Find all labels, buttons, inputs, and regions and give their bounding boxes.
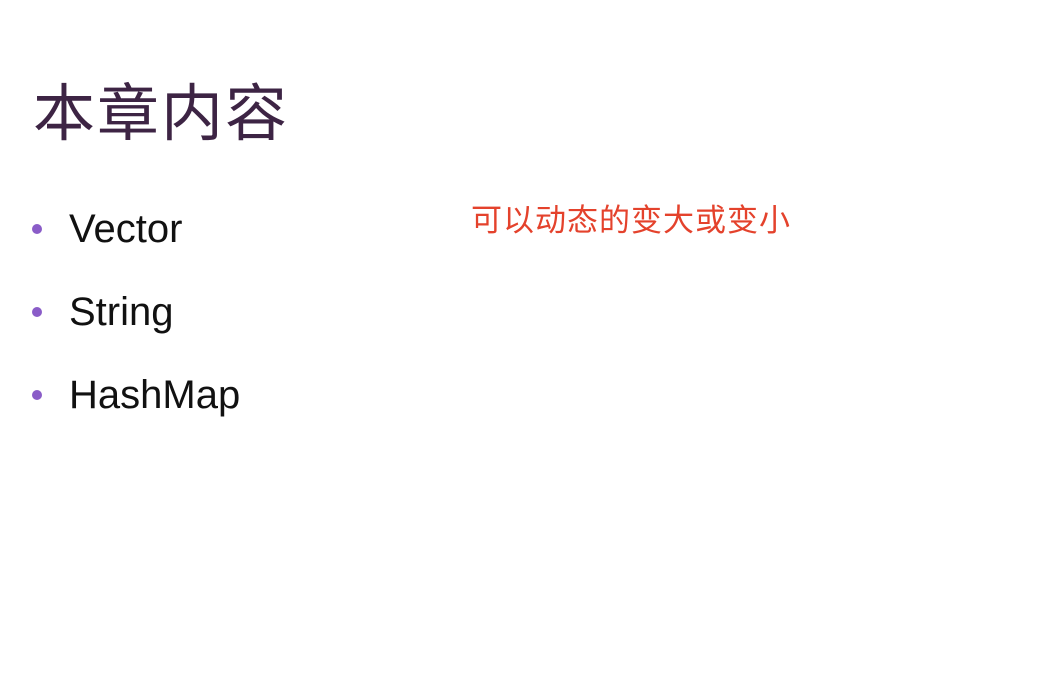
list-item: String [32, 269, 240, 354]
bullet-dot-icon [32, 223, 42, 234]
bullet-label: String [69, 289, 174, 334]
bullet-dot-icon [32, 306, 42, 317]
bullet-list: Vector String HashMap [32, 188, 240, 437]
bullet-label: Vector [69, 206, 183, 251]
list-item: HashMap [32, 352, 240, 437]
list-item: Vector [32, 186, 240, 271]
slide-title: 本章内容 [33, 77, 290, 150]
bullet-label: HashMap [69, 372, 241, 417]
bullet-dot-icon [32, 389, 42, 400]
annotation-note: 可以动态的变大或变小 [471, 203, 791, 238]
